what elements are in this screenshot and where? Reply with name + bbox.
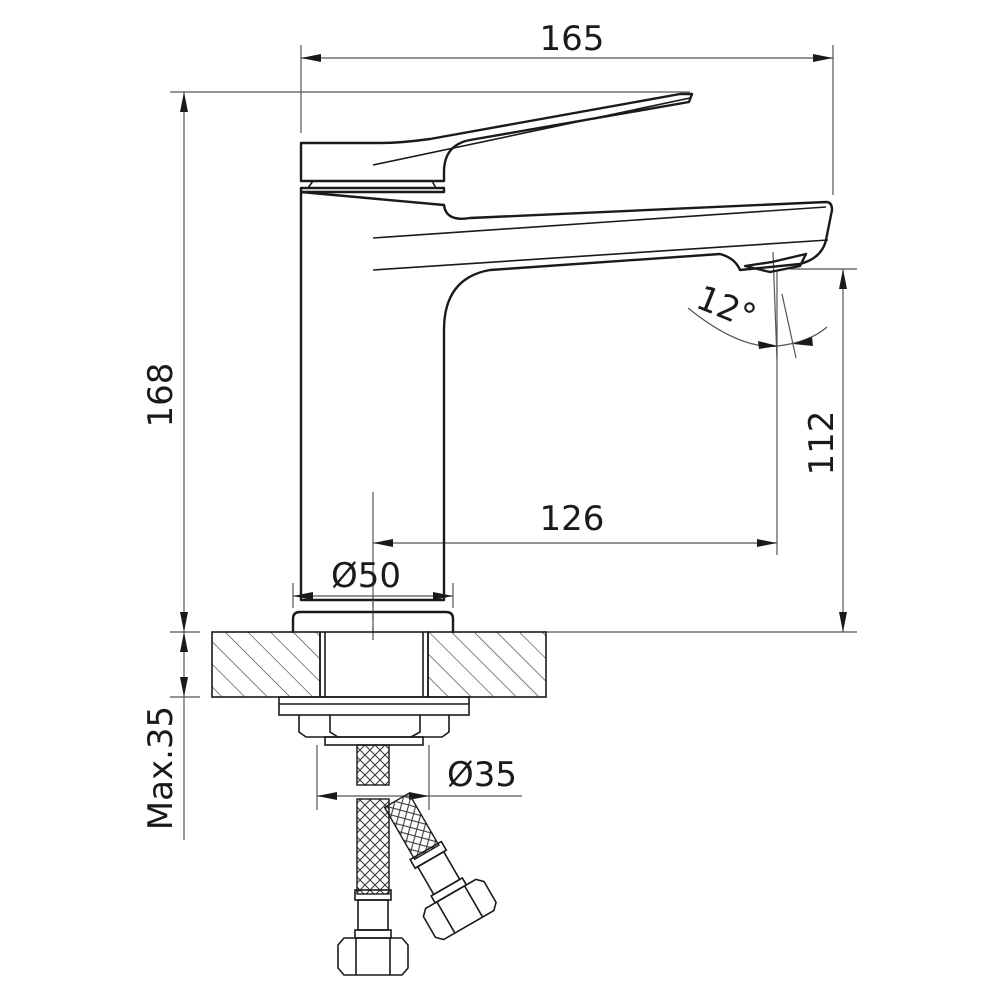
lever-handle: [299, 92, 694, 183]
arrow-down-icon: [180, 612, 188, 632]
spout-height-label: 112: [802, 411, 842, 476]
dimension-shank-diameter: Ø35: [316, 745, 522, 810]
body-column: [299, 190, 834, 602]
dimension-max-thickness: Max.35: [141, 631, 200, 840]
total-height-label: 168: [141, 363, 181, 428]
hex-nut-cold: [337, 937, 409, 976]
body-diameter-label: Ø50: [331, 556, 401, 596]
aerator: [743, 252, 808, 274]
shank: [319, 631, 429, 698]
arrow-right-icon: [758, 341, 778, 349]
base-plate: [291, 610, 455, 634]
arrow-up-icon: [839, 269, 847, 289]
dimension-body-diameter: Ø50: [292, 556, 454, 608]
collar: [299, 186, 446, 194]
spout-angle-label: 12°: [691, 278, 762, 338]
arrow-right-icon: [813, 54, 833, 62]
arrow-down-icon: [839, 612, 847, 632]
mounting-hardware: [278, 696, 470, 746]
arrow-left-icon: [793, 337, 813, 346]
hex-nut-hot: [422, 878, 497, 941]
supply-hoses: [337, 744, 497, 976]
dimension-total-height: 168: [141, 91, 690, 632]
arrow-up-icon: [180, 632, 188, 652]
arrow-right-icon: [757, 539, 777, 547]
faucet-body: [291, 92, 834, 640]
max-thickness-label: Max.35: [141, 706, 181, 830]
washer: [278, 696, 470, 716]
arrow-up-icon: [180, 92, 188, 112]
total-width-label: 165: [540, 19, 605, 59]
arrow-right-icon: [293, 592, 313, 600]
dimension-total-width: 165: [300, 19, 834, 195]
arrow-left-icon: [409, 792, 429, 800]
spout-reach-label: 126: [540, 499, 605, 539]
hose-braided: [356, 744, 390, 786]
fixing-nut: [298, 715, 450, 738]
shank-diameter-label: Ø35: [447, 755, 517, 795]
dimension-spout-reach: 126: [372, 270, 778, 640]
arrow-left-icon: [301, 54, 321, 62]
arrow-left-icon: [373, 539, 393, 547]
dimension-spout-height: 112: [545, 268, 857, 633]
countertop-section: [211, 631, 547, 698]
arrow-down-icon: [180, 677, 188, 697]
arrow-right-icon: [317, 792, 337, 800]
